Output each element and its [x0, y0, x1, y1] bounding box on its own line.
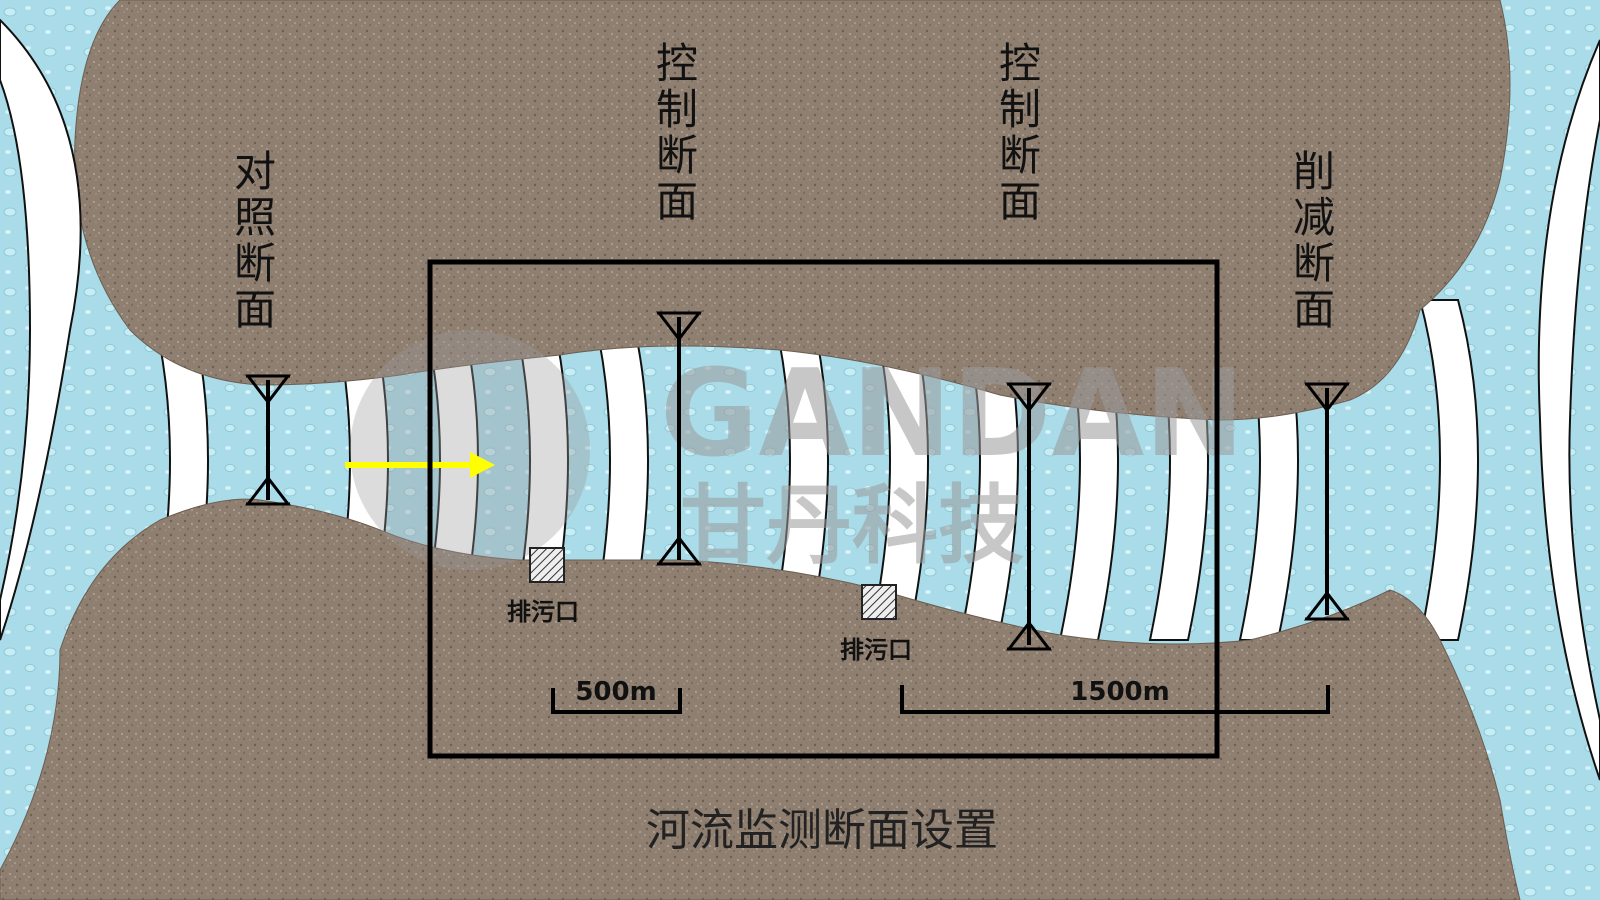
upper-river-bank — [74, 0, 1511, 421]
label-reduction-section: 削减断面 — [1293, 147, 1335, 334]
section-marker-control-2 — [1005, 382, 1053, 651]
scale-bar-1500m-label: 1500m — [1070, 677, 1169, 707]
scale-bar-1500m: 1500m — [900, 677, 1330, 714]
section-marker-reduction — [1303, 382, 1351, 621]
watermark: GANDAN 甘丹科技 — [350, 330, 1245, 576]
left-edge-wave — [0, 18, 82, 641]
label-control-section-1-text: 控制断面 — [656, 39, 698, 226]
outfall-2-label: 排污口 — [840, 636, 912, 664]
outfall-1-label: 排污口 — [507, 598, 579, 626]
label-reduction-section-text: 削减断面 — [1293, 147, 1335, 334]
outfall-2-marker — [861, 584, 897, 620]
watermark-chinese: 甘丹科技 — [680, 476, 1024, 576]
watermark-logo — [350, 330, 590, 570]
label-reference-section: 对照断面 — [234, 147, 276, 334]
label-reference-section-text: 对照断面 — [234, 147, 276, 334]
label-control-section-2-text: 控制断面 — [999, 39, 1041, 226]
wave-band — [1418, 299, 1479, 641]
label-control-section-2: 控制断面 — [999, 39, 1041, 226]
monitoring-area-frame — [427, 259, 1220, 759]
flow-direction-arrow — [345, 452, 495, 478]
lower-river-bank — [0, 498, 1521, 900]
section-marker-control-1 — [655, 311, 703, 566]
section-marker-reference — [244, 374, 292, 506]
diagram-title: 河流监测断面设置 — [646, 805, 998, 856]
watermark-latin: GANDAN — [660, 345, 1245, 484]
scale-bar-500m-label: 500m — [575, 677, 656, 707]
outfall-1-marker — [529, 547, 565, 583]
label-control-section-1: 控制断面 — [656, 39, 698, 226]
scale-bar-500m: 500m — [551, 677, 682, 714]
